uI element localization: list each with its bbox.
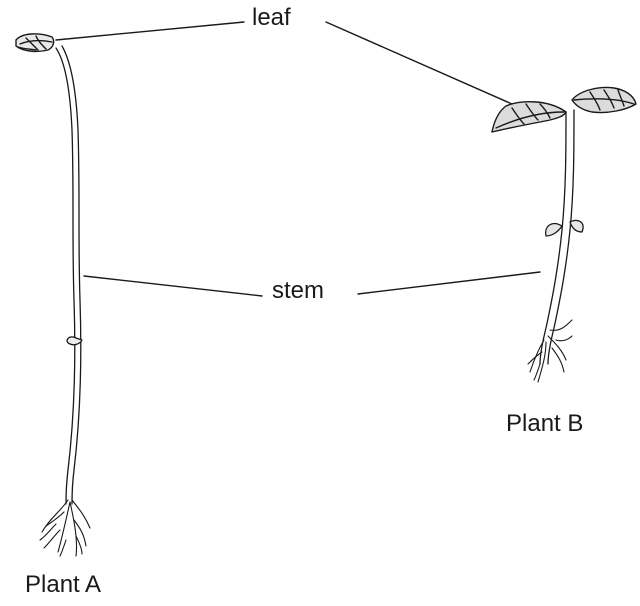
plant-b-right-leaf: [572, 88, 636, 113]
leader-lines: [56, 22, 540, 296]
stem-pointer-line-b: [358, 272, 540, 294]
stem-pointer-line-a: [84, 276, 262, 296]
leaf-pointer-line-a: [56, 22, 244, 40]
plant-b: [492, 88, 636, 383]
plant-a-roots: [40, 500, 90, 556]
plant-b-stem: [540, 110, 574, 364]
plant-a: [16, 34, 90, 556]
plant-a-leaf: [16, 34, 54, 52]
label-stem: stem: [268, 279, 328, 303]
plant-a-stem: [56, 46, 81, 504]
plant-b-stem-leaves: [546, 220, 583, 236]
leaf-pointer-line-b: [326, 22, 512, 104]
plant-a-bud: [67, 337, 82, 345]
plant-b-roots: [528, 320, 572, 382]
label-plant-a: Plant A: [21, 573, 105, 597]
label-plant-b: Plant B: [502, 412, 587, 436]
label-leaf: leaf: [248, 6, 295, 30]
plant-b-left-leaf: [492, 102, 566, 132]
